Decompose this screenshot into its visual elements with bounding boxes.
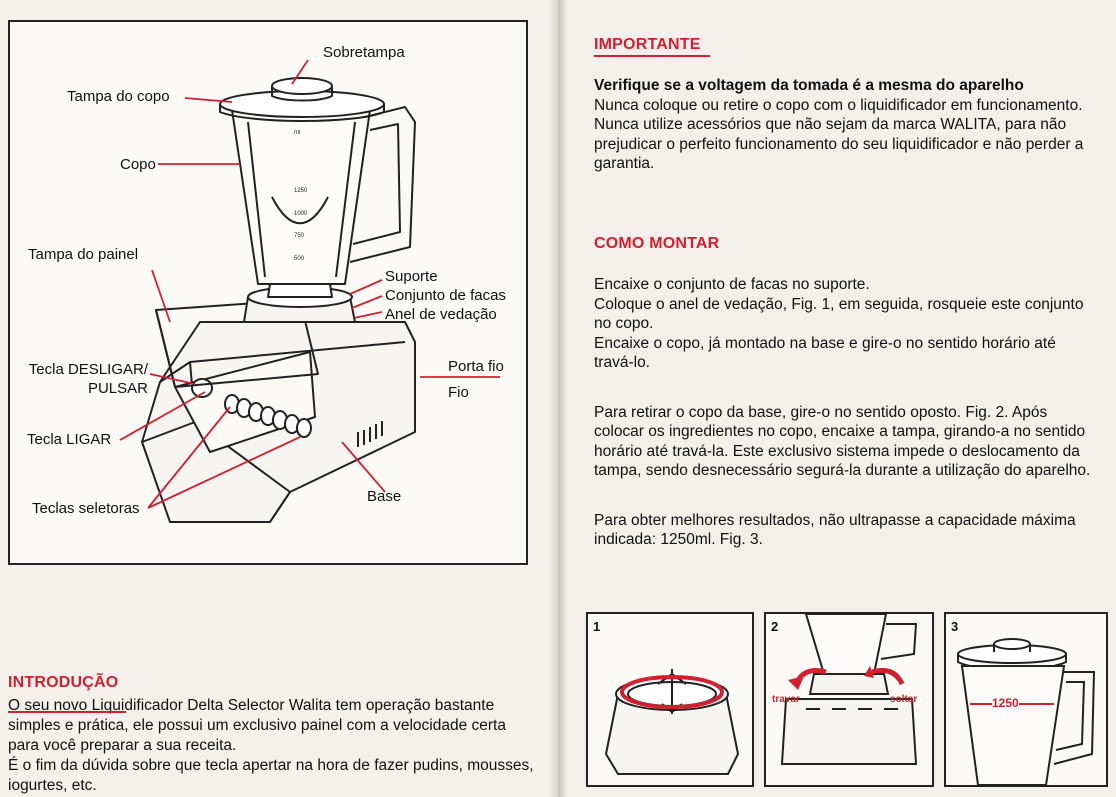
importante-line-1: Nunca coloque ou retire o copo com o liq… [594,96,1083,114]
scale-mark-1000: 1000 [294,211,308,217]
label-tecla-desligar: Tecla DESLIGAR/ [28,361,148,378]
figure-3: 3 1250 [944,612,1108,787]
label-fio: Fio [448,384,469,401]
introducao-heading: INTRODUÇÃO [8,674,119,691]
scale-mark-750: 750 [294,233,305,239]
figure-1: 1 [586,612,754,787]
como-montar-step-3: Encaixe o copo, já montado na base e gir… [594,334,1056,372]
blender-illustration: ml 1250 1000 750 500 [119,59,500,523]
parts-diagram: ml 1250 1000 750 500 Sobretampa Tampa do… [8,20,528,565]
label-suporte: Suporte [385,268,438,285]
label-porta-fio: Porta fio [448,358,504,375]
como-montar-paragraph-3: Para obter melhores resultados, não ultr… [594,511,1076,549]
como-montar-paragraph-2: Para retirar o copo da base, gire-o no s… [594,403,1091,480]
figure-3-number: 3 [951,619,959,634]
como-montar-heading: COMO MONTAR [594,235,720,252]
jar-capacity-illustration [957,638,1096,785]
label-tampa-do-copo: Tampa do copo [67,88,170,105]
capacity-mark: 1250 [992,696,1019,710]
importante-heading: IMPORTANTE [594,36,701,53]
importante-line-2: Nunca utilize acessórios que não sejam d… [594,116,1084,172]
introducao-section: INTRODUÇÃO O seu novo Liquidificador Del… [8,674,538,796]
label-anel-de-vedacao: Anel de vedação [385,306,497,323]
importante-section: IMPORTANTE Verifique se a voltagem da to… [594,36,1094,174]
travar-label: travar [772,694,800,705]
soltar-label: soltar [890,694,918,705]
scale-mark-1250: 1250 [294,188,308,194]
introducao-text-1: O seu novo Liquidificador Delta Selector… [8,697,506,754]
page-fold [548,0,568,797]
label-teclas-seletoras: Teclas seletoras [32,500,140,517]
figure-2-number: 2 [771,619,779,634]
figure-2: 2 travar soltar [764,612,934,787]
importante-voltage-warning: Verifique se a voltagem da tomada é a me… [594,77,1024,94]
label-base: Base [367,488,402,505]
label-conjunto-de-facas: Conjunto de facas [385,287,506,304]
figure-1-number: 1 [593,619,601,634]
label-sobretampa: Sobretampa [323,44,405,61]
como-montar-section: COMO MONTAR Encaixe o conjunto de facas … [594,235,1094,550]
importante-rule [594,55,710,57]
introducao-text-2: É o fim da dúvida sobre que tecla aperta… [8,757,534,794]
knife-assembly-illustration [604,669,740,775]
lock-unlock-illustration [780,614,918,765]
label-tecla-pulsar: PULSAR [87,380,148,397]
scale-mark-500: 500 [294,256,305,262]
como-montar-step-1: Encaixe o conjunto de facas no suporte. [594,276,870,293]
label-tampa-do-painel: Tampa do painel [28,246,139,263]
scale-mark-ml: ml [294,130,300,136]
como-montar-step-2: Coloque o anel de vedação, Fig. 1, em se… [594,295,1084,333]
introducao-rule [8,711,126,713]
label-copo: Copo [120,156,156,173]
label-tecla-ligar: Tecla LIGAR [27,431,112,448]
